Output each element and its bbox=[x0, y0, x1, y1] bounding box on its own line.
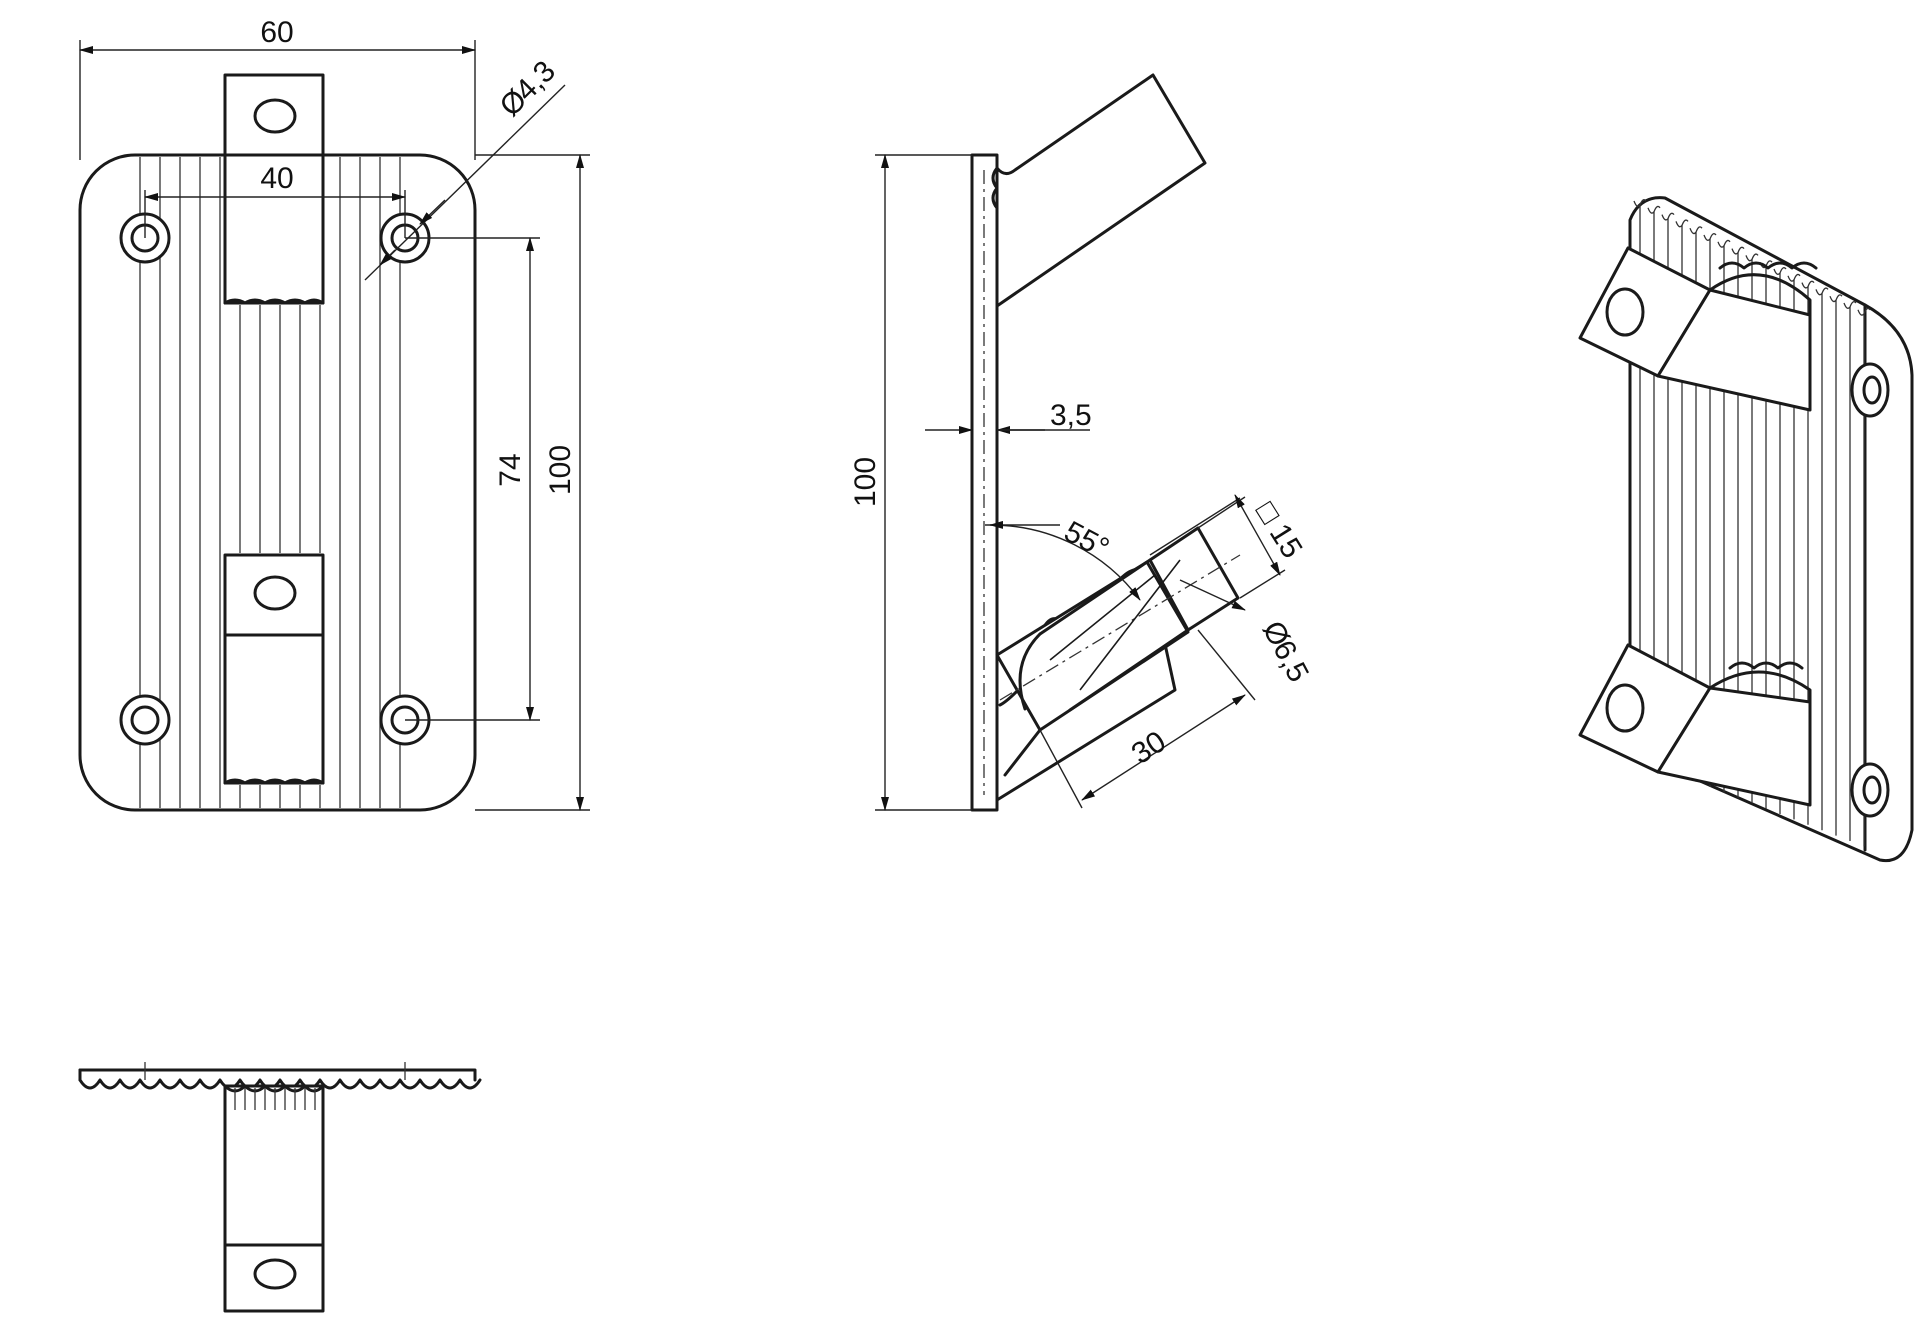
dim-arm-angle: 55° bbox=[1059, 515, 1115, 565]
mounting-hole-bl bbox=[119, 694, 171, 746]
side-view: 100 3,5 55° □ 15 Ø 6,5 30 bbox=[849, 73, 1315, 812]
dim-arm-length: 30 bbox=[1126, 725, 1172, 771]
dim-overall-width: 60 bbox=[260, 16, 293, 49]
isometric-view bbox=[1578, 196, 1914, 863]
front-view: 60 40 Ø 4,3 74 100 bbox=[78, 16, 590, 812]
bottom-ribs bbox=[234, 1088, 316, 1110]
dim-overall-height-front: 100 bbox=[544, 445, 577, 495]
dim-hole-spacing-vertical: 74 bbox=[494, 453, 527, 486]
dim-overall-height-side: 100 bbox=[849, 457, 882, 507]
dim-plate-thickness: 3,5 bbox=[1050, 399, 1092, 432]
bottom-view bbox=[78, 1062, 482, 1313]
dim-hole-spacing-horizontal: 40 bbox=[260, 162, 293, 195]
